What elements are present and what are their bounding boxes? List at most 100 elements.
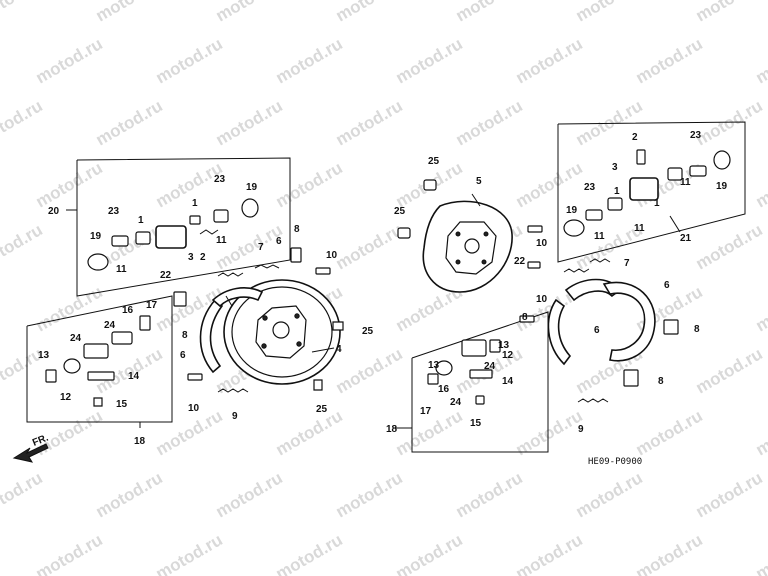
callout-19: 19 [246, 182, 258, 193]
left-wheel-cylinder-box [76, 157, 291, 297]
callout-25: 25 [428, 156, 440, 167]
callout-22: 22 [514, 256, 526, 267]
direction-arrow [12, 443, 49, 463]
watermark-text: motod.ru [33, 282, 106, 335]
callout-11: 11 [116, 264, 127, 275]
right-wheel-cylinder [563, 149, 731, 237]
callout-19: 19 [566, 205, 578, 216]
callout-6: 6 [594, 325, 600, 336]
callout-10: 10 [188, 403, 200, 414]
callout-12: 12 [502, 350, 514, 361]
callout-15: 15 [116, 399, 128, 410]
watermark-text: motod.ru [153, 530, 226, 576]
callout-17: 17 [420, 406, 432, 417]
watermark-text: motod.ru [273, 406, 346, 459]
watermark-text: motod.ru [453, 96, 526, 149]
callout-11: 11 [216, 235, 227, 246]
callout-1: 1 [654, 198, 660, 209]
callout-25: 25 [362, 326, 374, 337]
watermark-text: motod.ru [333, 96, 406, 149]
callouts: 20 23 1 19 11 23 19 1 11 3 2 7 6 8 10 22… [38, 130, 728, 447]
leader-lines [66, 193, 681, 429]
watermark-text: motod.ru [513, 406, 586, 459]
callout-7: 7 [624, 258, 630, 269]
callout-8: 8 [522, 312, 528, 323]
callout-11: 11 [680, 177, 691, 188]
callout-2: 2 [200, 252, 206, 263]
callout-8: 8 [182, 330, 188, 341]
watermark-text: motod.ru [213, 96, 286, 149]
callout-7: 7 [258, 242, 264, 253]
watermark-text: motod.ru [393, 530, 466, 576]
callout-14: 14 [502, 376, 514, 387]
callout-19: 19 [90, 231, 102, 242]
callout-24: 24 [450, 397, 462, 408]
watermark-text: motod.ru [153, 406, 226, 459]
watermark-text: motod.ru [333, 344, 406, 397]
watermark-text: motod.ru [273, 530, 346, 576]
callout-21: 21 [680, 233, 692, 244]
callout-23: 23 [584, 182, 596, 193]
watermark-text: motod.ru [753, 34, 768, 87]
watermark-text: motod.ru [513, 34, 586, 87]
watermark-text: motod.ru [0, 96, 46, 149]
callout-10: 10 [326, 250, 338, 261]
callout-20: 20 [48, 206, 60, 217]
callout-6: 6 [664, 280, 670, 291]
watermark-text: motod.ru [633, 530, 706, 576]
callout-11: 11 [634, 223, 645, 234]
watermark-text: motod.ru [213, 0, 286, 25]
callout-18: 18 [134, 436, 146, 447]
callout-6: 6 [180, 350, 186, 361]
callout-17: 17 [146, 300, 158, 311]
watermark-text: motod.ru [693, 344, 766, 397]
callout-25: 25 [316, 404, 328, 415]
callout-4: 4 [336, 344, 342, 355]
watermark-text: motod.ru [753, 282, 768, 335]
watermark-text: motod.ru [93, 96, 166, 149]
callout-8: 8 [694, 324, 700, 335]
callout-11: 11 [594, 231, 605, 242]
callout-16: 16 [438, 384, 450, 395]
right-adjuster-parts [427, 339, 501, 405]
callout-13: 13 [38, 350, 50, 361]
right-backing-plate [397, 179, 513, 293]
watermark-text: motod.ru [633, 34, 706, 87]
callout-13: 13 [498, 340, 510, 351]
watermark-text: motod.ru [753, 530, 768, 576]
callout-22: 22 [160, 270, 172, 281]
callout-9: 9 [578, 424, 584, 435]
right-brake-shoes [547, 278, 656, 366]
callout-5: 5 [476, 176, 482, 187]
callout-16: 16 [122, 305, 134, 316]
right-wheel-cylinder-box [557, 121, 746, 263]
watermark-text: motod.ru [513, 158, 586, 211]
watermark-text: motod.ru [33, 530, 106, 576]
watermark-text: motod.ru [153, 34, 226, 87]
callout-23: 23 [214, 174, 226, 185]
watermark-text: motod.ru [33, 34, 106, 87]
watermark-text: motod.ru [453, 0, 526, 25]
watermark-text: motod.ru [93, 0, 166, 25]
callout-3: 3 [612, 162, 618, 173]
callout-24: 24 [70, 333, 82, 344]
callout-1: 1 [138, 215, 144, 226]
watermark-text: motod.ru [0, 468, 46, 521]
left-adjuster-parts [45, 315, 151, 407]
watermark-text: motod.ru [0, 220, 46, 273]
callout-14: 14 [128, 371, 140, 382]
watermark-text: motod.ru [693, 220, 766, 273]
watermark-text: motod.ru [333, 468, 406, 521]
callout-19: 19 [716, 181, 728, 192]
callout-24: 24 [104, 320, 116, 331]
callout-24: 24 [484, 361, 496, 372]
callout-18: 18 [386, 424, 398, 435]
callout-12: 12 [60, 392, 72, 403]
left-clips-springs [173, 247, 344, 393]
callout-13: 13 [428, 360, 440, 371]
right-hardware-box [411, 311, 549, 453]
watermark-text: motod.ru [513, 530, 586, 576]
callout-3: 3 [188, 252, 194, 263]
